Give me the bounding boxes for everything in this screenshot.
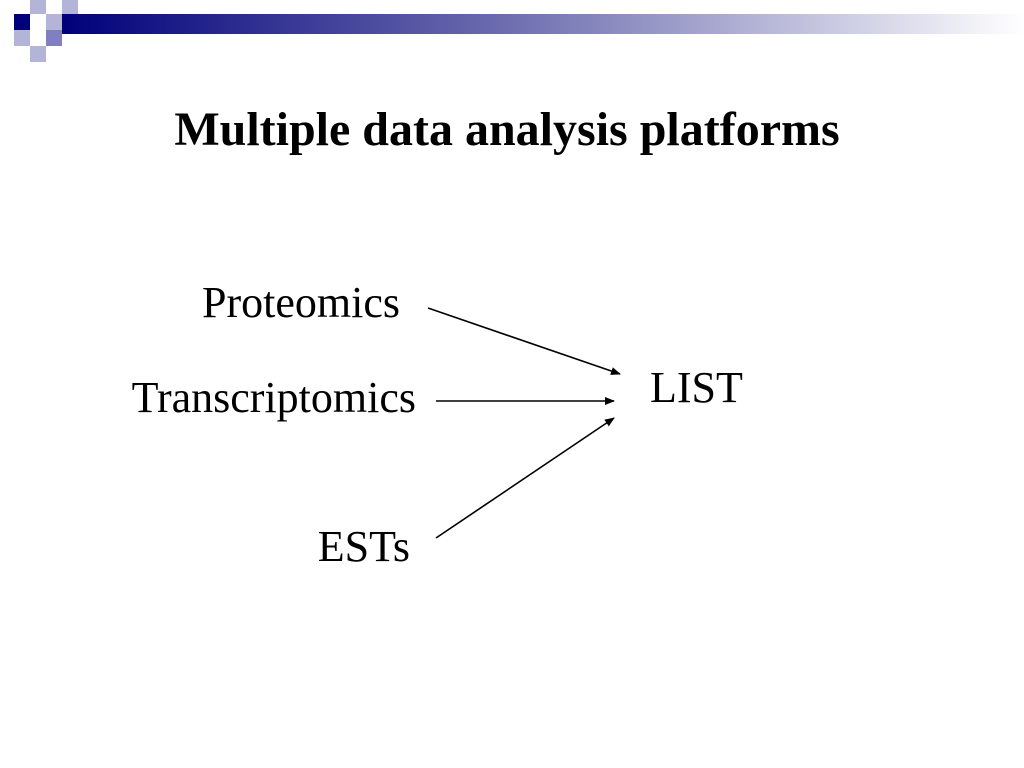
deco-square <box>30 0 46 14</box>
slide-title: Multiple data analysis platforms <box>174 103 840 156</box>
node-proteomics: Proteomics <box>202 278 400 327</box>
node-ests: ESTs <box>317 522 410 571</box>
deco-square <box>46 14 62 30</box>
deco-square <box>46 30 62 46</box>
header-gradient-band <box>62 14 1024 34</box>
arrow-proteomics-to-list <box>427 307 621 375</box>
corner-decoration <box>14 0 1024 62</box>
deco-square <box>30 46 46 62</box>
node-list: LIST <box>650 363 743 412</box>
deco-square <box>14 30 30 46</box>
arrow-ests-to-list <box>435 417 615 539</box>
deco-square <box>14 14 30 30</box>
deco-square <box>62 0 78 14</box>
node-transcriptomics: Transcriptomics <box>131 373 416 422</box>
